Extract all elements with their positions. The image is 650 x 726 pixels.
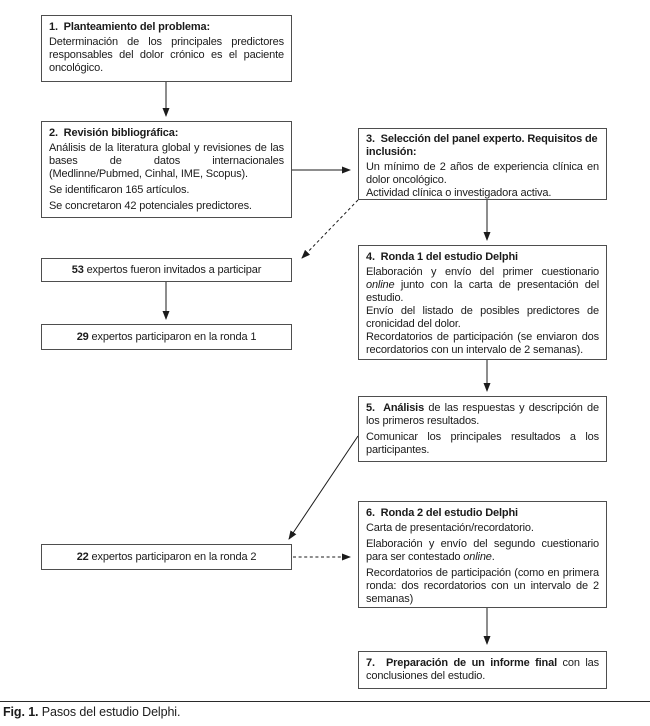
step-box-2-revision: 2. Revisión bibliográfica: Análisis de l… — [41, 121, 292, 218]
step-6-body-2: Elaboración y envío del segundo cuestion… — [366, 538, 599, 563]
step-5-body-2: Comunicar los principales resultados a l… — [366, 431, 599, 456]
step-6-body-1: Carta de presentación/recordatorio. — [366, 522, 534, 534]
online-italic-text: online — [366, 279, 395, 291]
experts-round2-count: 22 — [76, 550, 89, 563]
online-italic-text: online — [463, 551, 492, 563]
arrow-step5-to-round2 — [288, 435, 359, 540]
step-2-body-3: Se concretaron 42 potenciales predictore… — [49, 200, 252, 212]
step-box-3-seleccion-panel: 3. Selección del panel experto. Requisit… — [358, 128, 607, 200]
step-2-title: 2. Revisión bibliográfica: — [49, 127, 179, 139]
step-2-body-1: Análisis de la literatura global y revis… — [49, 142, 284, 180]
dashed-arrow-step3-to-invited — [301, 199, 359, 259]
experts-round1-label: expertos participaron en la ronda 1 — [88, 330, 257, 343]
experts-round2-label: expertos participaron en la ronda 2 — [88, 550, 257, 563]
step-3-body-2: Actividad clínica o investigadora activa… — [366, 187, 552, 199]
figure-caption-label: Fig. 1. — [3, 705, 39, 719]
step-2-body-2: Se identificaron 165 artículos. — [49, 184, 190, 196]
step-box-5-analisis: 5. Análisis de las respuestas y descripc… — [358, 396, 607, 462]
experts-round1-box: 29 expertos participaron en la ronda 1 — [41, 324, 292, 350]
step-4-body-2: Envío del listado de posibles predictore… — [366, 305, 599, 330]
step-4-body-1: Elaboración y envío del primer cuestiona… — [366, 266, 599, 304]
step-3-title: 3. Selección del panel experto. Requisit… — [366, 133, 598, 158]
experts-invited-count: 53 — [71, 263, 84, 276]
step-5-title: 5. Análisis — [366, 402, 425, 414]
experts-round2-box: 22 expertos participaron en la ronda 2 — [41, 544, 292, 570]
caption-divider-rule — [0, 701, 650, 702]
step-7-title: 7. Preparación de un informe final — [366, 657, 557, 669]
step-4-body-3: Recordatorios de participación (se envia… — [366, 331, 599, 356]
step-4-title: 4. Ronda 1 del estudio Delphi — [366, 251, 518, 263]
experts-invited-label: expertos fueron invitados a participar — [83, 263, 262, 276]
step-box-4-ronda1: 4. Ronda 1 del estudio Delphi Elaboració… — [358, 245, 607, 360]
step-5-body-1: 5. Análisis de las respuestas y descripc… — [366, 402, 599, 427]
figure-caption-text: Pasos del estudio Delphi. — [38, 705, 181, 719]
step-box-7-informe-final: 7. Preparación de un informe final con l… — [358, 651, 607, 689]
step-6-title: 6. Ronda 2 del estudio Delphi — [366, 507, 518, 519]
step-7-body: 7. Preparación de un informe final con l… — [366, 657, 599, 682]
step-1-body: Determinación de los principales predict… — [49, 36, 284, 74]
step-1-title: 1. Planteamiento del problema: — [49, 21, 211, 33]
figure-caption: Fig. 1. Pasos del estudio Delphi. — [3, 705, 180, 720]
step-box-6-ronda2: 6. Ronda 2 del estudio Delphi Carta de p… — [358, 501, 607, 608]
step-box-1-planteamiento: 1. Planteamiento del problema: Determina… — [41, 15, 292, 82]
experts-round1-count: 29 — [76, 330, 89, 343]
experts-invited-box: 53 expertos fueron invitados a participa… — [41, 258, 292, 282]
step-3-body-1: Un mínimo de 2 años de experiencia clíni… — [366, 161, 599, 186]
step-6-body-3: Recordatorios de participación (como en … — [366, 567, 599, 605]
